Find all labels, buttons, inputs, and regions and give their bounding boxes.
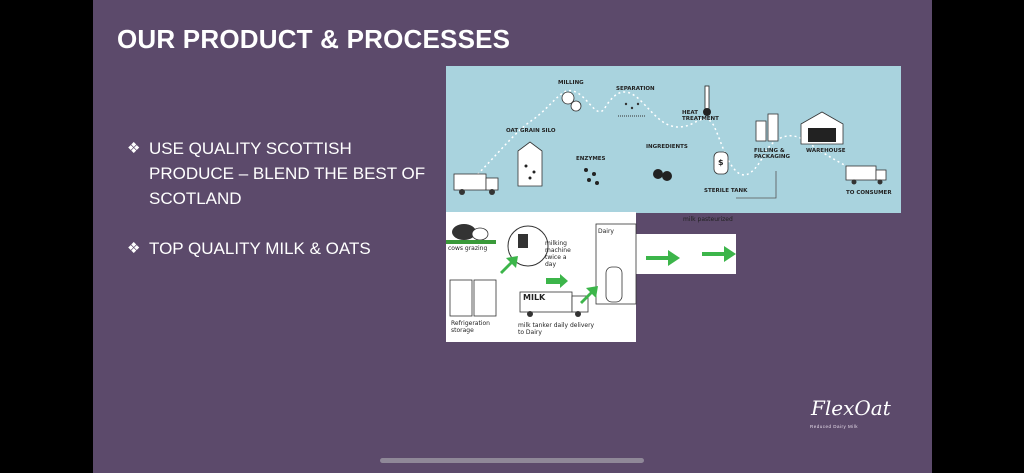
- flexoat-logo: FlexOat: [811, 396, 891, 420]
- green-arrow: [500, 246, 736, 304]
- label-enzymes: ENZYMES: [576, 156, 606, 162]
- label-ingredients: INGREDIENTS: [646, 144, 688, 150]
- truck-icon: [453, 173, 499, 195]
- label-separation: SEPARATION: [616, 86, 655, 92]
- label-cows-grazing: cows grazing: [448, 245, 488, 252]
- label-milk: MILK: [523, 293, 546, 302]
- diamond-bullet-icon: ❖: [127, 140, 141, 157]
- label-milk-pasteurized: milk pasteurized: [683, 216, 733, 223]
- cow-icon: [446, 224, 496, 244]
- refrigeration-tank-icon: [449, 279, 497, 317]
- label-warehouse: WAREHOUSE: [806, 148, 846, 154]
- dairy-process-diagram: [446, 212, 736, 342]
- slide: OUR PRODUCT & PROCESSES ❖ USE QUALITY SC…: [93, 0, 932, 473]
- connector-line: [736, 171, 777, 199]
- delivery-truck-icon: [845, 165, 887, 185]
- label-to-consumer: TO CONSUMER: [846, 190, 892, 196]
- milk-tanker-icon: [519, 291, 589, 317]
- bullet-text: TOP QUALITY MILK & OATS: [149, 239, 371, 258]
- enzymes-icon: [584, 168, 599, 185]
- label-refrigeration-storage: Refrigeration storage: [451, 320, 490, 334]
- warehouse-icon: [800, 111, 844, 145]
- bullet-item: ❖ USE QUALITY SCOTTISH PRODUCE – BLEND T…: [127, 136, 427, 211]
- tank-mark: $: [718, 158, 724, 167]
- label-sterile-tank: STERILE TANK: [704, 188, 748, 194]
- gear-icon: [561, 91, 582, 112]
- label-dairy: Dairy: [598, 228, 614, 235]
- separation-icon: [618, 102, 646, 117]
- label-heat-treatment: HEAT TREATMENT: [682, 110, 719, 122]
- diamond-bullet-icon: ❖: [127, 240, 141, 257]
- label-oat-grain-silo: OAT GRAIN SILO: [506, 128, 556, 134]
- silo-icon: [517, 141, 543, 187]
- packaging-icon: [755, 113, 779, 142]
- label-milling: MILLING: [558, 80, 584, 86]
- label-milking-machine: milking machine twice a day: [545, 240, 571, 268]
- thermometer-icon: [703, 85, 711, 116]
- oat-process-diagram: MILLING SEPARATION HEAT TREATMENT OAT GR…: [446, 66, 901, 213]
- strawberry-icon: [653, 169, 672, 181]
- label-tanker-delivery: milk tanker daily delivery to Dairy: [518, 322, 595, 336]
- slide-title: OUR PRODUCT & PROCESSES: [117, 24, 511, 54]
- logo-tagline: Reduced Dairy Milk: [810, 424, 859, 429]
- process-flow-graphic: [453, 85, 887, 199]
- label-filling-packaging: FILLING & PACKAGING: [754, 148, 791, 160]
- bullet-list: ❖ USE QUALITY SCOTTISH PRODUCE – BLEND T…: [127, 136, 427, 286]
- bullet-item: ❖ TOP QUALITY MILK & OATS: [127, 236, 427, 261]
- tank-icon: [713, 151, 729, 175]
- dairy-building-icon: [595, 223, 637, 305]
- bullet-text: USE QUALITY SCOTTISH PRODUCE – BLEND THE…: [149, 139, 426, 208]
- scrollbar[interactable]: [380, 458, 644, 463]
